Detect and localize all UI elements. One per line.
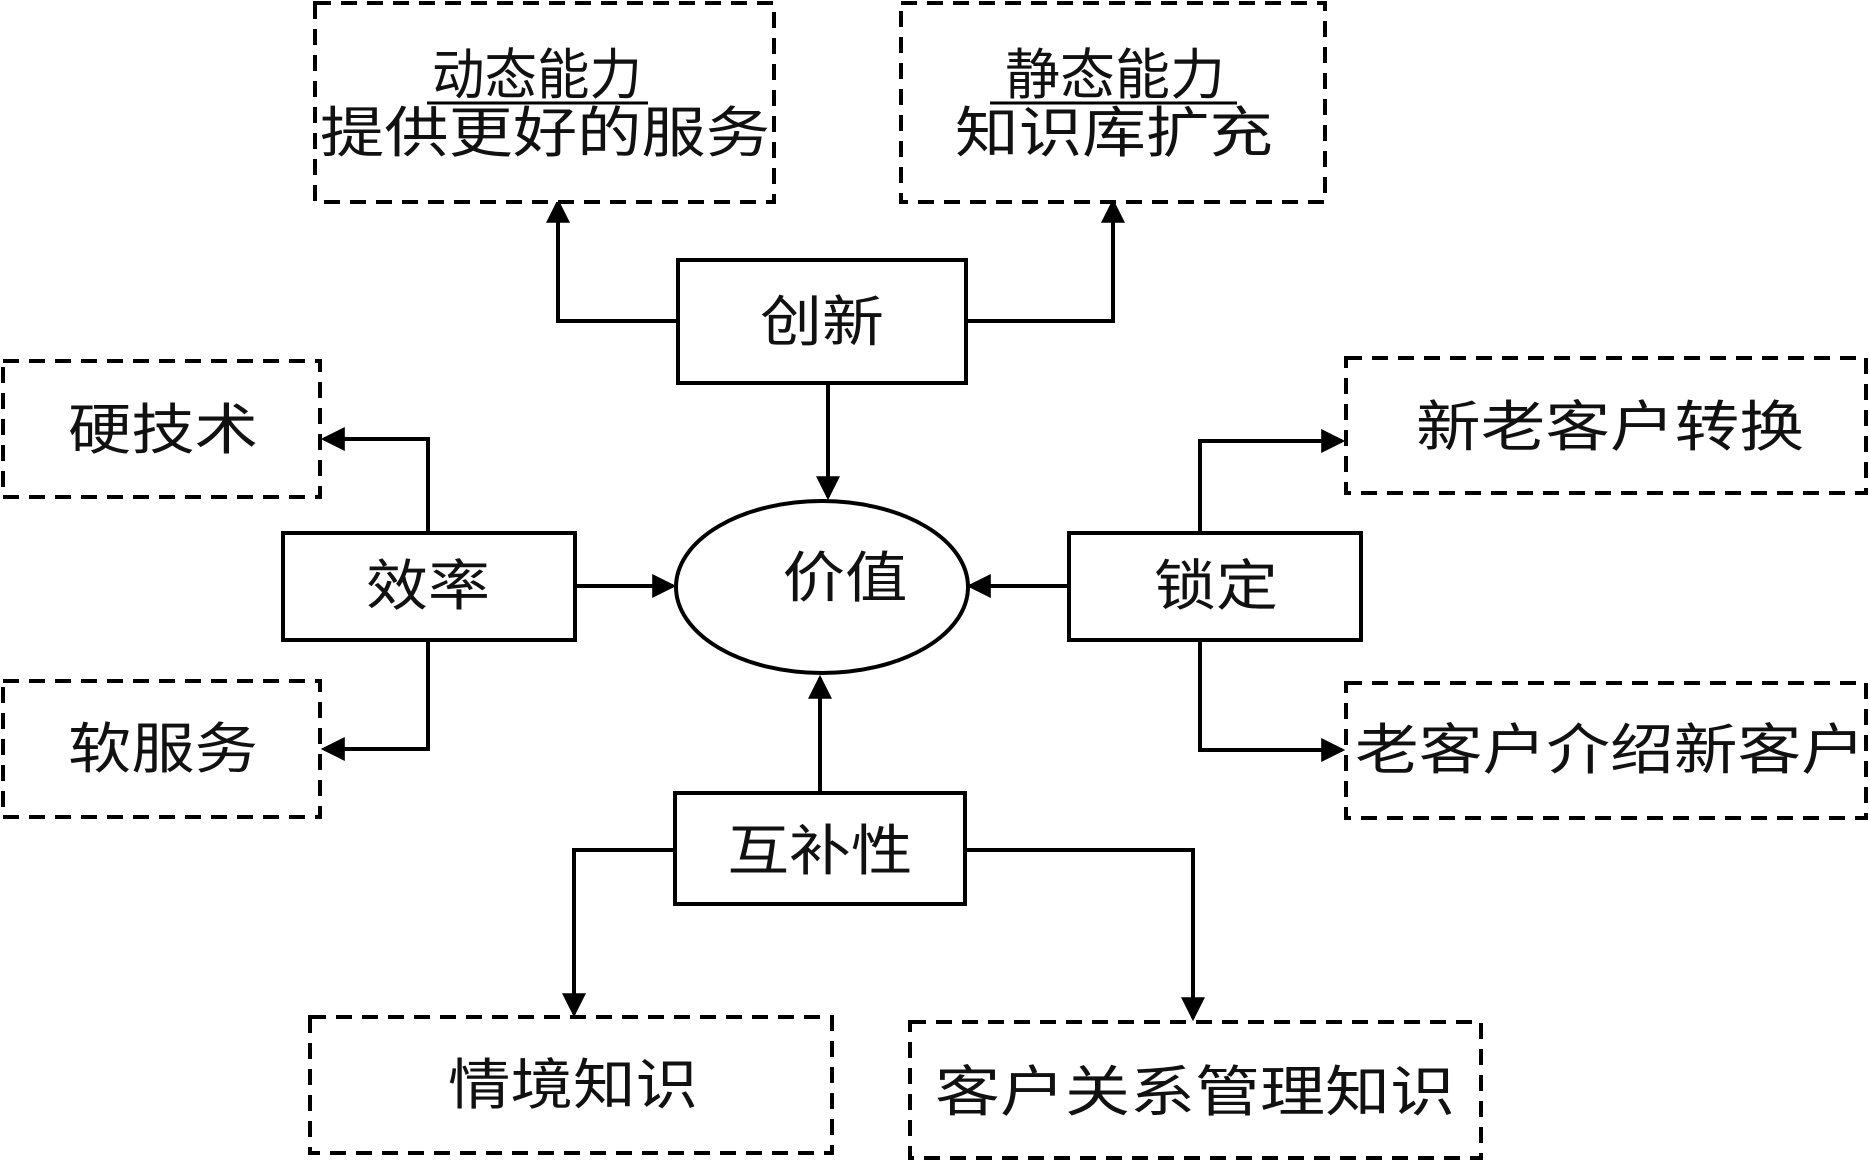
hard-technology-box: 硬技术 xyxy=(1,359,322,499)
dynamic-capability-subtitle: 提供更好的服务 xyxy=(320,101,770,165)
hard-technology-label: 硬技术 xyxy=(68,398,258,462)
dynamic-capability-title: 动态能力 xyxy=(432,43,642,107)
connector-efficiency-to-hard-tech xyxy=(320,427,430,533)
static-capability-subtitle: 知识库扩充 xyxy=(955,101,1273,165)
static-capability-box: 静态能力 知识库扩充 xyxy=(899,1,1327,204)
soft-service-box: 软服务 xyxy=(1,679,322,819)
customer-referral-box: 老客户介绍新客户 xyxy=(1344,681,1868,820)
static-capability-title: 静态能力 xyxy=(1005,43,1225,107)
dynamic-capability-box: 动态能力 提供更好的服务 xyxy=(313,1,776,204)
complementarity-label: 互补性 xyxy=(728,819,913,883)
context-knowledge-label: 情境知识 xyxy=(448,1053,698,1117)
connector-complementarity-to-context xyxy=(562,848,675,1018)
efficiency-box: 效率 xyxy=(281,531,577,642)
connector-innovation-to-static xyxy=(966,198,1125,323)
value-label: 价值 xyxy=(783,546,908,610)
connector-lockin-to-referral xyxy=(1198,640,1346,762)
soft-service-label: 软服务 xyxy=(68,717,258,781)
connector-complementarity-to-crm xyxy=(965,848,1205,1022)
innovation-box: 创新 xyxy=(676,258,968,385)
customer-switch-label: 新老客户转换 xyxy=(1416,395,1804,459)
complementarity-box: 互补性 xyxy=(673,791,967,906)
value-node: 价值 xyxy=(674,499,970,675)
connector-innovation-to-dynamic xyxy=(546,198,678,323)
customer-referral-label: 老客户介绍新客户 xyxy=(1355,718,1865,782)
value-ellipse xyxy=(674,499,970,675)
crm-knowledge-box: 客户关系管理知识 xyxy=(908,1020,1483,1160)
lock-in-label: 锁定 xyxy=(1154,554,1278,618)
customer-switch-box: 新老客户转换 xyxy=(1344,356,1868,495)
connector-lockin-to-switch xyxy=(1198,429,1346,533)
innovation-label: 创新 xyxy=(760,290,884,354)
connectors xyxy=(320,198,1346,1022)
context-knowledge-box: 情境知识 xyxy=(308,1015,834,1155)
crm-knowledge-label: 客户关系管理知识 xyxy=(935,1060,1455,1124)
lock-in-box: 锁定 xyxy=(1067,531,1363,642)
efficiency-label: 效率 xyxy=(366,554,490,618)
connector-efficiency-to-soft-service xyxy=(320,640,430,761)
